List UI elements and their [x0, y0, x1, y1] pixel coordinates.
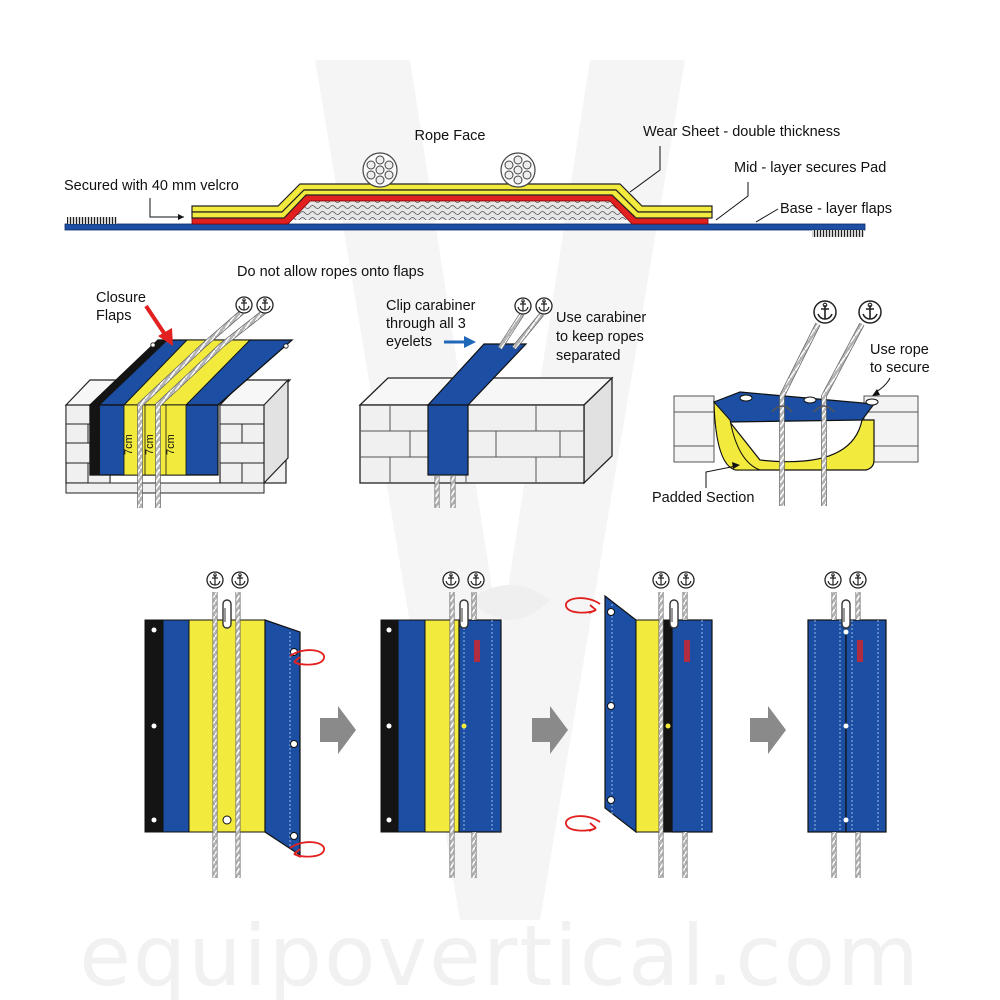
- padded-section-arrowhead: [732, 462, 740, 469]
- wear-sheet-leader: [629, 146, 661, 193]
- base-layer-leader: [755, 208, 779, 223]
- velcro-left: [67, 217, 117, 224]
- panel-right-ropes: [771, 300, 882, 506]
- panel-right-pad: [713, 391, 879, 471]
- closure-flaps-label: Closure: [96, 290, 146, 306]
- anchor-icon: [514, 297, 532, 315]
- use-rope-arrowhead: [872, 389, 880, 396]
- strip-width-2: 7cm: [144, 434, 156, 455]
- carabiner-note-line-1: Use carabiner: [556, 310, 646, 326]
- strip-width-1: 7cm: [123, 434, 135, 455]
- use-rope-line-2: to secure: [870, 360, 930, 376]
- clip-note-line-2: through all 3: [386, 316, 466, 332]
- panel-middle-protector: [426, 343, 528, 476]
- padded-section-label: Padded Section: [652, 490, 754, 506]
- carabiner-icon: [841, 599, 851, 629]
- anchor-icon: [467, 571, 485, 589]
- panel-right-beam: [673, 395, 919, 463]
- anchor-icon: [677, 571, 695, 589]
- next-step-arrow-icon: [750, 706, 786, 754]
- carabiner-note-line-2: to keep ropes: [556, 329, 644, 345]
- velcro-right: [812, 230, 864, 237]
- closure-flaps-arrow: [144, 304, 168, 338]
- strip-width-3: 7cm: [165, 434, 177, 455]
- anchor-icon: [535, 297, 553, 315]
- carabiner-icon: [669, 599, 679, 629]
- panel-left-protector: [88, 339, 294, 476]
- sequence-step-1: [144, 571, 326, 878]
- ropes-flaps-note: Do not allow ropes onto flaps: [237, 264, 424, 280]
- anchor-icon: [442, 571, 460, 589]
- clip-note-arrowhead: [464, 336, 476, 348]
- anchor-icon: [652, 571, 670, 589]
- fold-arrow-icon: [564, 815, 601, 832]
- sequence-step-2: [380, 571, 502, 878]
- wear-sheet-inner: [191, 189, 713, 219]
- padding: [290, 198, 632, 220]
- clip-note-line-3: eyelets: [386, 334, 432, 350]
- carabiner-icon: [459, 599, 469, 629]
- rope-coil-right: [500, 152, 536, 188]
- use-rope-line-1: Use rope: [870, 342, 929, 358]
- rope-face-label: Rope Face: [415, 128, 486, 144]
- anchor-icon: [849, 571, 867, 589]
- rope-coil-left: [362, 152, 398, 188]
- velcro-leader: [149, 198, 184, 218]
- anchor-icon: [235, 296, 253, 314]
- anchor-icon: [858, 300, 882, 324]
- mid-layer-leader: [715, 182, 749, 221]
- wear-sheet-label: Wear Sheet - double thickness: [643, 124, 840, 140]
- anchor-icon: [813, 300, 837, 324]
- use-rope-leader: [875, 377, 891, 393]
- base-layer-label: Base - layer flaps: [780, 201, 892, 217]
- velcro-arrowhead: [178, 214, 184, 220]
- next-step-arrow-icon: [532, 706, 568, 754]
- anchor-icon: [256, 296, 274, 314]
- closure-flaps-arrowhead: [158, 328, 173, 346]
- padded-section-leader: [705, 465, 737, 488]
- watermark-v-logo: [315, 60, 685, 920]
- next-step-arrow-icon: [320, 706, 356, 754]
- carabiner-note-line-3: separated: [556, 348, 621, 364]
- base-layer-flaps: [64, 223, 866, 231]
- sequence-step-4: [807, 571, 887, 878]
- mid-layer-label: Mid - layer secures Pad: [734, 160, 886, 176]
- panel-middle-block: [358, 376, 614, 485]
- panel-middle-ropes: [434, 297, 553, 508]
- anchor-icon: [824, 571, 842, 589]
- panel-left-ropes: [137, 296, 274, 508]
- clip-note-line-1: Clip carabiner: [386, 298, 476, 314]
- cross-section: [64, 152, 866, 237]
- carabiner-icon: [222, 599, 232, 629]
- velcro-label: Secured with 40 mm velcro: [64, 178, 239, 194]
- anchor-icon: [206, 571, 224, 589]
- closure-flaps-label: Flaps: [96, 308, 131, 324]
- watermark-text: equipovertical.com: [79, 907, 921, 1000]
- sequence-step-3: [564, 571, 713, 878]
- anchor-icon: [231, 571, 249, 589]
